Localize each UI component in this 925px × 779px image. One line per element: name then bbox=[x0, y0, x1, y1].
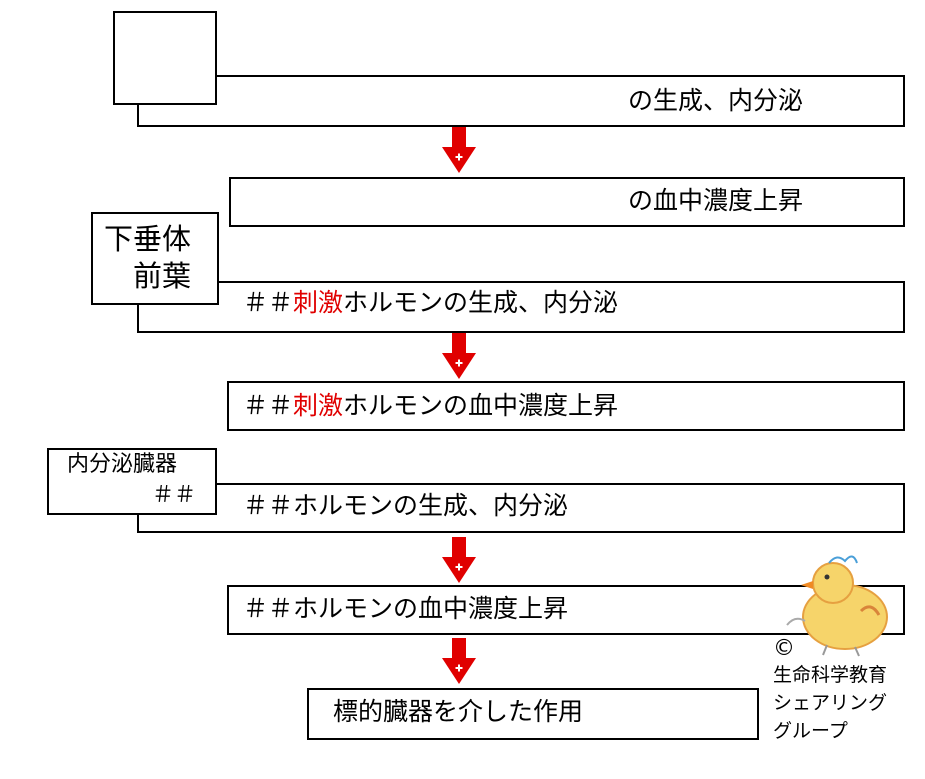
row3-text: ＃＃刺激ホルモンの生成、内分泌 bbox=[243, 288, 618, 318]
row3-box bbox=[137, 281, 905, 333]
row1-text: の生成、内分泌 bbox=[628, 86, 804, 115]
row4-suffix: ホルモンの血中濃度上昇 bbox=[343, 391, 619, 420]
row3-suffix: ホルモンの生成、内分泌 bbox=[343, 288, 619, 317]
row3-prefix: ＃＃ bbox=[243, 288, 294, 317]
row6-text: ＃＃ホルモンの血中濃度上昇 bbox=[243, 594, 569, 623]
row7-box bbox=[307, 688, 759, 740]
row4-prefix: ＃＃ bbox=[243, 391, 294, 420]
credit-line1: 生命科学教育 bbox=[773, 664, 888, 686]
row2-text: の血中濃度上昇 bbox=[628, 186, 804, 215]
row2-box bbox=[229, 177, 905, 227]
credit-line3: グループ bbox=[773, 720, 848, 742]
row3-highlight: 刺激 bbox=[293, 288, 344, 317]
row5-text: ＃＃ホルモンの生成、内分泌 bbox=[243, 491, 569, 520]
down-arrow-icon bbox=[442, 333, 476, 379]
endocrine-label-line2: ＃＃ bbox=[152, 483, 197, 508]
row4-text: ＃＃刺激ホルモンの血中濃度上昇 bbox=[243, 391, 618, 421]
endocrine-organ-label-box bbox=[47, 448, 217, 515]
row6-box bbox=[227, 585, 905, 635]
endocrine-label-line1: 内分泌臓器 bbox=[67, 452, 178, 477]
pituitary-label-line2: 前葉 bbox=[133, 259, 192, 293]
down-arrow-icon bbox=[442, 537, 476, 583]
copyright-mark: © bbox=[773, 636, 795, 661]
row4-highlight: 刺激 bbox=[293, 391, 344, 420]
row4-box bbox=[227, 381, 905, 431]
down-arrow-icon bbox=[442, 127, 476, 173]
row1-box bbox=[137, 75, 905, 127]
pituitary-label-box bbox=[91, 212, 219, 305]
row7-text: 標的臓器を介した作用 bbox=[333, 697, 584, 726]
credit-line2: シェアリング bbox=[773, 692, 888, 714]
pituitary-label-line1: 下垂体 bbox=[104, 222, 192, 256]
row5-box bbox=[137, 483, 905, 533]
down-arrow-icon bbox=[442, 638, 476, 684]
blank-organ-box bbox=[113, 11, 217, 105]
chick-mascot-icon bbox=[786, 555, 888, 657]
